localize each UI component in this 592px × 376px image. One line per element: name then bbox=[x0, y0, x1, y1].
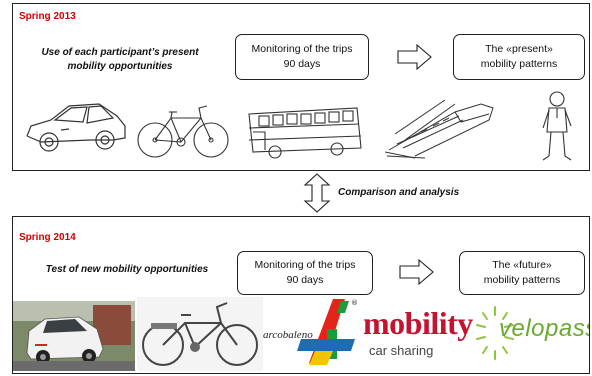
right-arrow-icon bbox=[397, 44, 432, 70]
new-opportunities-description: Test of new mobility opportunities bbox=[45, 264, 209, 275]
train-icon bbox=[385, 99, 494, 159]
svg-text:®: ® bbox=[351, 299, 358, 307]
future-patterns-box: The «future» mobility patterns bbox=[459, 251, 585, 295]
top-panel: Spring 2013 Use of each participant’s pr… bbox=[12, 3, 590, 171]
mobility-car-sharing-text: car sharing bbox=[369, 343, 434, 358]
car-icon bbox=[26, 103, 126, 152]
season-label-2014: Spring 2014 bbox=[19, 232, 76, 243]
mobility-logo-text: mobility bbox=[363, 305, 473, 341]
velopass-sunburst-icon bbox=[476, 306, 514, 360]
monitoring-box-2014: Monitoring of the trips 90 days bbox=[237, 251, 373, 295]
season-label-2013: Spring 2013 bbox=[19, 11, 76, 22]
bottom-panel: Spring 2014 Test of new mobility opportu… bbox=[12, 216, 590, 374]
up-down-arrow-icon bbox=[303, 173, 331, 213]
pedestrian-icon bbox=[542, 91, 572, 161]
present-usage-description: Use of each participant’s present mobili… bbox=[41, 47, 199, 72]
arcobaleno-logo-icon: ® bbox=[297, 299, 358, 365]
present-patterns-box: The «present» mobility patterns bbox=[453, 34, 585, 80]
right-arrow-icon bbox=[399, 259, 434, 285]
velopass-logo-text: velopass bbox=[499, 315, 590, 342]
electric-car-photo bbox=[13, 301, 135, 371]
comparison-label: Comparison and analysis bbox=[338, 187, 460, 198]
bus-icon bbox=[248, 107, 362, 159]
electric-bike-photo bbox=[137, 297, 263, 371]
arcobaleno-logo-text: arcobaleno bbox=[263, 329, 313, 341]
bicycle-icon bbox=[137, 105, 229, 158]
monitoring-box-2013: Monitoring of the trips 90 days bbox=[235, 34, 369, 80]
